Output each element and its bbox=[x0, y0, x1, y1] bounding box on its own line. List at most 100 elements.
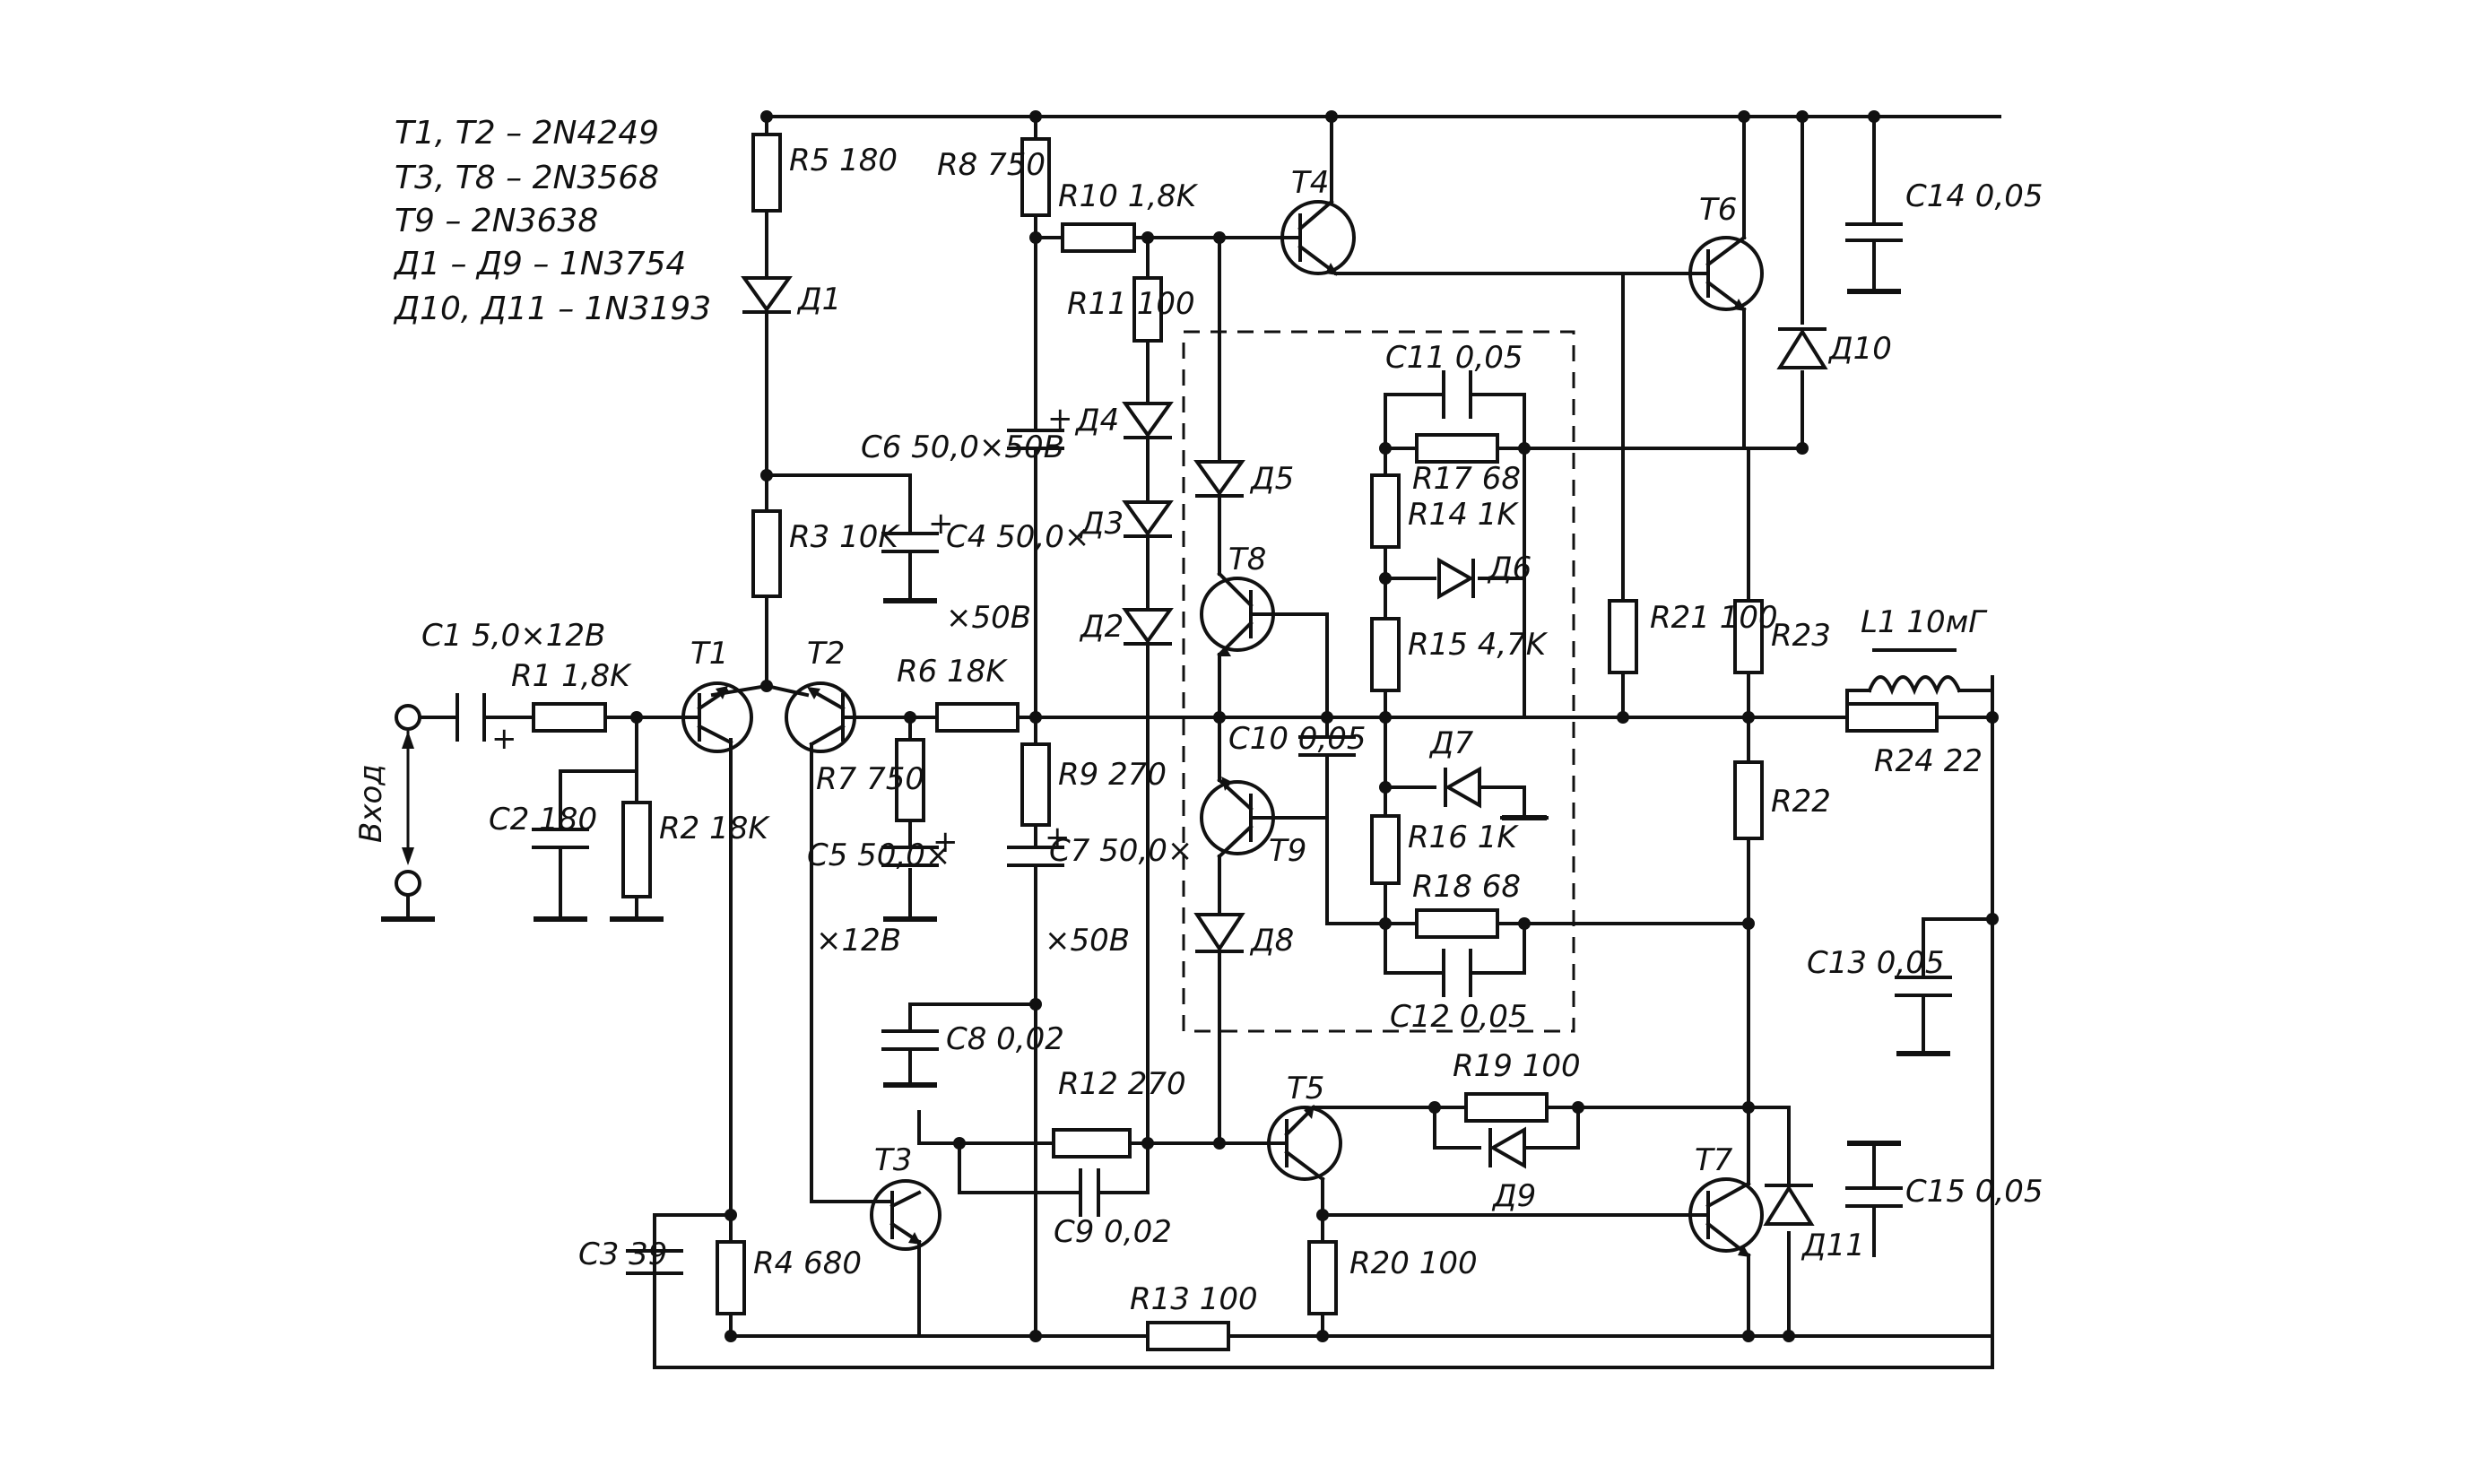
d2-label: Д2 bbox=[1079, 609, 1124, 645]
input-terminals: Вход bbox=[353, 704, 421, 897]
r9-body bbox=[1020, 742, 1051, 827]
d1-label: Д1 bbox=[796, 282, 841, 317]
inductor-l1 bbox=[1867, 648, 1962, 696]
t3-transistor bbox=[870, 1179, 941, 1251]
r15-label: R15 4,7K bbox=[1408, 627, 1549, 663]
r5-label: R5 180 bbox=[789, 143, 898, 178]
junctions bbox=[630, 110, 1999, 1342]
r22-body bbox=[1733, 760, 1764, 840]
r4-body bbox=[716, 1240, 746, 1315]
r2-body bbox=[621, 801, 652, 898]
c14-label: C14 0,05 bbox=[1905, 178, 2043, 214]
r7-label: R7 750 bbox=[816, 761, 924, 797]
d6-label: Д6 bbox=[1487, 551, 1532, 586]
r7-body bbox=[895, 738, 925, 822]
c13-label: C13 0,05 bbox=[1807, 945, 1945, 981]
d3-diode bbox=[1122, 500, 1174, 537]
c5-label-b: ×12В bbox=[816, 923, 901, 959]
d11-diode bbox=[1763, 1185, 1815, 1226]
diodes bbox=[741, 267, 1828, 1226]
t6-label: T6 bbox=[1699, 192, 1737, 228]
d10-diode bbox=[1776, 328, 1828, 369]
c1-plus: + bbox=[491, 721, 517, 757]
t2-label: T2 bbox=[807, 636, 845, 672]
protection-block-outline bbox=[1182, 330, 1575, 1033]
d7-label: Д7 bbox=[1428, 725, 1474, 761]
d5-diode bbox=[1193, 460, 1245, 497]
r20-label: R20 100 bbox=[1349, 1245, 1478, 1281]
input-terminal-top bbox=[395, 704, 421, 731]
r1-body bbox=[532, 702, 607, 733]
r16-label: R16 1K bbox=[1408, 820, 1519, 855]
r18-label: R18 68 bbox=[1412, 869, 1521, 905]
d5-label: Д5 bbox=[1249, 461, 1294, 497]
component-labels: T1 T2 T3 T4 T5 T6 T7 T8 T9 R1 1,8K R2 18… bbox=[421, 143, 2043, 1317]
d4-diode bbox=[1122, 402, 1174, 438]
r10-label: R10 1,8K bbox=[1058, 178, 1199, 214]
c6-plus: + bbox=[1047, 401, 1073, 437]
r1-label: R1 1,8K bbox=[511, 658, 632, 694]
t3-label: T3 bbox=[874, 1142, 912, 1178]
d7-diode bbox=[1444, 766, 1481, 809]
r18-body bbox=[1415, 908, 1499, 939]
c6-label: C6 50,0×50В bbox=[861, 430, 1064, 465]
r6-body bbox=[935, 702, 1020, 733]
c4-label-a: C4 50,0× bbox=[946, 519, 1089, 555]
legend-line-2: T3, T8 – 2N3568 bbox=[395, 160, 659, 196]
r11-label: R11 100 bbox=[1067, 286, 1195, 322]
c8-label: C8 0,02 bbox=[946, 1021, 1064, 1057]
r19-body bbox=[1464, 1092, 1549, 1123]
r22-label: R22 bbox=[1771, 784, 1831, 820]
d9-label: Д9 bbox=[1491, 1178, 1536, 1214]
r24-label: R24 22 bbox=[1874, 743, 1983, 779]
resistor-bodies bbox=[532, 133, 1939, 1351]
d10-label: Д10 bbox=[1827, 331, 1892, 367]
t2-transistor bbox=[785, 681, 856, 753]
c7-label-b: ×50В bbox=[1045, 923, 1130, 959]
d11-label: Д11 bbox=[1801, 1228, 1865, 1263]
polarity-marks: + + + + + bbox=[491, 401, 1073, 860]
r13-body bbox=[1146, 1321, 1230, 1351]
c10-label: C10 0,05 bbox=[1228, 721, 1367, 757]
legend: T1, T2 – 2N4249 T3, T8 – 2N3568 T9 – 2N3… bbox=[393, 115, 711, 327]
c5-plus: + bbox=[933, 824, 959, 860]
t5-transistor bbox=[1267, 1105, 1342, 1182]
d8-diode bbox=[1193, 913, 1245, 952]
legend-line-4: Д1 – Д9 – 1N3754 bbox=[393, 246, 686, 282]
c4-label-b: ×50В bbox=[946, 600, 1031, 636]
t9-label: T9 bbox=[1269, 833, 1306, 869]
c4-plus: + bbox=[928, 506, 954, 542]
t8-label: T8 bbox=[1228, 542, 1266, 577]
d2-diode bbox=[1122, 608, 1174, 645]
l1-label: L1 10мГ bbox=[1861, 604, 1988, 640]
c15-label: C15 0,05 bbox=[1905, 1174, 2043, 1210]
r4-label: R4 680 bbox=[753, 1245, 862, 1281]
r19-label: R19 100 bbox=[1453, 1048, 1581, 1084]
d4-label: Д4 bbox=[1074, 403, 1119, 438]
r15-body bbox=[1370, 617, 1401, 692]
d6-diode bbox=[1437, 557, 1475, 600]
t1-transistor bbox=[680, 681, 753, 753]
r12-body bbox=[1052, 1128, 1132, 1159]
c2-label: C2 180 bbox=[489, 802, 597, 837]
r23-body bbox=[1733, 599, 1764, 674]
c1-label: C1 5,0×12В bbox=[421, 618, 605, 654]
legend-line-1: T1, T2 – 2N4249 bbox=[395, 115, 659, 152]
t9-transistor bbox=[1200, 777, 1275, 859]
r17-label: R17 68 bbox=[1412, 461, 1521, 497]
d1-diode bbox=[741, 276, 793, 313]
r16-body bbox=[1370, 814, 1401, 885]
r6-label: R6 18K bbox=[897, 654, 1008, 690]
r5-body bbox=[751, 133, 782, 213]
t8-transistor bbox=[1200, 571, 1275, 657]
c9-label: C9 0,02 bbox=[1054, 1214, 1172, 1250]
r12-label: R12 270 bbox=[1058, 1066, 1186, 1102]
r8-body bbox=[1020, 137, 1051, 217]
capacitor-plates bbox=[456, 222, 1952, 1275]
r11-body bbox=[1132, 276, 1163, 343]
t4-transistor bbox=[1280, 199, 1356, 276]
r24-body bbox=[1845, 702, 1939, 733]
c7-label-a: C7 50,0× bbox=[1049, 833, 1193, 869]
input-label: Вход bbox=[353, 764, 389, 843]
c12-label: C12 0,05 bbox=[1390, 999, 1528, 1035]
